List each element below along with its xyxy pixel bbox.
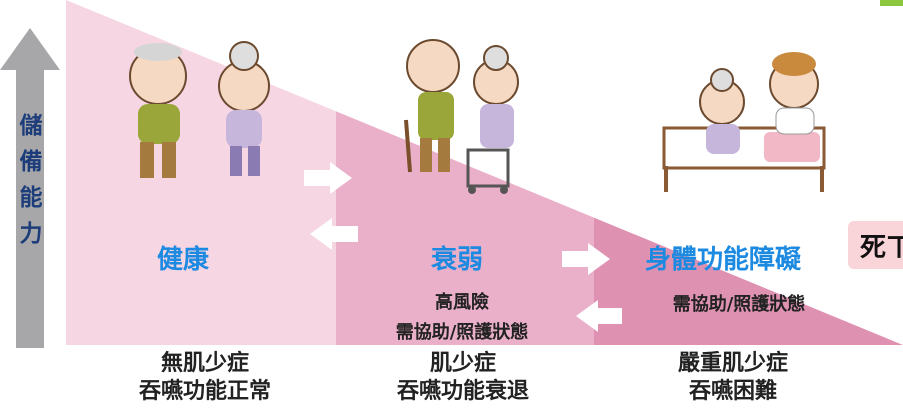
frail-elderly-couple-illustration: [404, 39, 519, 194]
stage-disability-bottom-line: 嚴重肌少症: [677, 351, 788, 376]
bedridden-patient-with-caregiver-illustration: [662, 52, 826, 192]
stage-frail-subtitle-line: 高風險: [435, 292, 489, 313]
stage-disability-subtitle: 需協助/照護狀態: [645, 290, 833, 316]
arrow-frail-to-disability: [562, 243, 610, 275]
stage-frail-bottom-line: 吞嚥功能衰退: [396, 379, 529, 404]
stage-disability-bottom: 嚴重肌少症 吞嚥困難: [658, 350, 808, 406]
axis-label-char: 力: [19, 221, 43, 247]
stage-frail-subtitle-line: 需協助/照護狀態: [395, 322, 529, 343]
stage-frail-title: 衰弱: [431, 245, 484, 275]
stage-disability-subtitle-line: 需協助/照護狀態: [672, 294, 806, 315]
stage-frail-bottom: 肌少症 吞嚥功能衰退: [378, 350, 548, 406]
arrow-frail-to-healthy: [310, 218, 358, 250]
stage-disability-bottom-line: 吞嚥困難: [688, 379, 777, 404]
death-label-box: 死ㄒ: [848, 221, 903, 269]
stage-healthy-bottom-line: 吞嚥功能正常: [138, 379, 271, 404]
stage-frail-bottom-line: 肌少症: [429, 351, 496, 376]
stage-healthy-bottom-line: 無肌少症: [160, 351, 249, 376]
axis-arrow-shaft: [16, 68, 44, 348]
axis-label-char: 儲: [19, 113, 43, 139]
arrow-healthy-to-frail: [304, 162, 352, 194]
arrow-disability-to-frail: [576, 300, 622, 332]
axis-label-char: 能: [19, 185, 43, 211]
death-label: 死ㄒ: [860, 233, 903, 263]
stage-frail-subtitle: 高風險 需協助/照護狀態: [368, 288, 556, 344]
axis-label-char: 備: [19, 149, 43, 175]
healthy-elderly-couple-illustration: [129, 41, 270, 178]
stage-healthy-bottom: 無肌少症 吞嚥功能正常: [120, 350, 290, 406]
corner-decoration: [880, 0, 903, 6]
stage-disability-title: 身體功能障礙: [645, 245, 802, 275]
axis-label: 儲 備 能 力: [16, 108, 46, 252]
axis-arrow-head: [0, 28, 60, 70]
band-healthy: [66, 0, 336, 345]
stage-healthy-title: 健康: [157, 245, 210, 275]
